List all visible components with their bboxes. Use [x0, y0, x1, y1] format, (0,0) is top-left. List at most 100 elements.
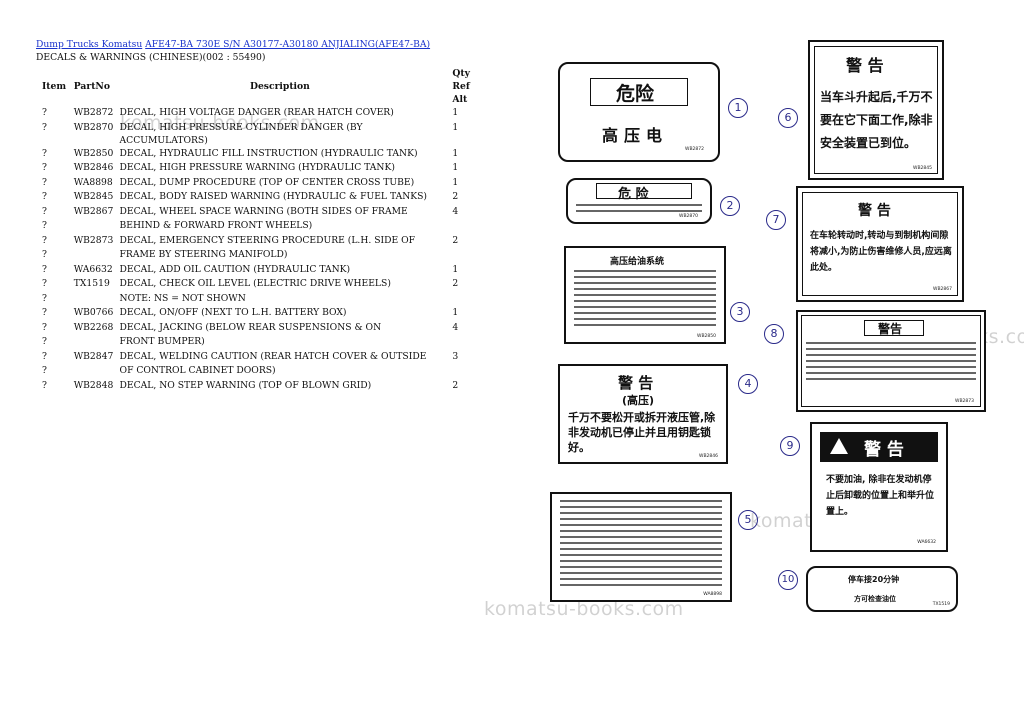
row-qty: 1	[452, 147, 459, 159]
parts-list-panel: Dump Trucks Komatsu AFE47-BA 730E S/N A3…	[36, 38, 506, 393]
row-item: ?	[42, 205, 47, 217]
row-partno: WB2850	[73, 147, 114, 159]
breadcrumb-link-dump-trucks[interactable]: Dump Trucks Komatsu	[36, 39, 143, 50]
page-title: DECALS & WARNINGS (CHINESE)(002 : 55490)	[36, 52, 266, 63]
row-partno: WB2872	[73, 107, 114, 118]
row-description: DECAL, DUMP PROCEDURE (TOP OF CENTER CRO…	[119, 176, 415, 188]
row-partno: WA6632	[73, 263, 113, 275]
row-item: ?	[42, 220, 47, 231]
table-row: ? OF CONTROL CABINET DOORS)	[36, 364, 476, 379]
callout-5: 5	[738, 510, 758, 530]
row-partno	[72, 335, 118, 350]
row-item: ?	[42, 321, 47, 333]
row-description: FRONT BUMPER)	[119, 336, 205, 347]
table-row: ? WA8898 DECAL, DUMP PROCEDURE (TOP OF CEN…	[36, 176, 476, 191]
row-item: ?	[42, 336, 47, 347]
row-description: DECAL, ON/OFF (NEXT TO L.H. BATTERY BOX)	[119, 307, 347, 318]
row-qty: 3	[452, 350, 459, 362]
row-qty: 4	[452, 205, 459, 217]
watermark: komatsu-books.com	[484, 598, 684, 620]
decal-8-emergency-steering: 警告 WB2873	[796, 310, 986, 412]
row-qty: 2	[452, 278, 459, 289]
row-qty: 4	[452, 321, 459, 333]
table-row: ? WB2845 DECAL, BODY RAISED WARNING (HYDRA…	[36, 190, 476, 205]
table-row: ? WB0766 DECAL, ON/OFF (NEXT TO L.H. BATTE…	[36, 306, 476, 321]
callout-8: 8	[764, 324, 784, 344]
callout-7: 7	[766, 210, 786, 230]
callout-9: 9	[780, 436, 800, 456]
row-partno: WB0766	[73, 307, 114, 318]
row-qty	[442, 364, 476, 379]
row-description: OF CONTROL CABINET DOORS)	[119, 365, 276, 376]
row-item: ?	[42, 176, 47, 188]
header-partno: PartNo	[73, 81, 110, 92]
row-partno	[72, 364, 118, 379]
row-qty: 1	[452, 176, 459, 188]
row-partno: WB2846	[73, 162, 114, 173]
row-partno: WB2848	[73, 379, 114, 391]
row-description: DECAL, WHEEL SPACE WARNING (BOTH SIDES O…	[119, 205, 408, 217]
header-item: Item	[42, 81, 67, 92]
row-item: ?	[42, 365, 47, 376]
row-item: ?	[42, 147, 47, 159]
callout-6: 6	[778, 108, 798, 128]
row-item: ?	[42, 234, 47, 246]
row-item: ?	[42, 263, 47, 275]
row-item: ?	[42, 379, 47, 391]
callout-10: 10	[778, 570, 798, 590]
watermark: komatsu-books.com	[120, 112, 320, 134]
row-partno: WA8898	[73, 176, 113, 188]
decal-6-body-raised: 警 告 当车斗升起后,千万不要在它下面工作,除非安全装置已到位。 WB2845	[808, 40, 944, 180]
row-qty: 1	[452, 121, 459, 133]
row-item: ?	[42, 292, 47, 304]
row-qty: 2	[452, 379, 459, 391]
decal-7-wheel-space: 警 告 在车轮转动时,转动与到制机构间隙将减小,为防止伤害维修人员,应远离此处。…	[796, 186, 964, 302]
row-description: DECAL, HIGH VOLTAGE DANGER (REAR HATCH C…	[119, 107, 394, 118]
row-item: ?	[42, 249, 47, 260]
callout-4: 4	[738, 374, 758, 394]
decal-5-dump-procedure: WA8898	[550, 492, 732, 602]
table-row: ? FRAME BY STEERING MANIFOLD)	[36, 248, 476, 263]
decal-diagram: 危险 高压电 WB2872 危 险 WB2870 高压给油系统 WB2850 警…	[540, 36, 1024, 616]
breadcrumb-link-model[interactable]: AFE47-BA 730E S/N A30177-A30180 ANJIALIN…	[145, 39, 431, 50]
decal-3-hydraulic-fill: 高压给油系统 WB2850	[564, 246, 726, 344]
row-item: ?	[42, 191, 47, 202]
table-row: ? NOTE: NS = NOT SHOWN	[36, 292, 476, 307]
row-partno	[72, 248, 118, 263]
parts-table-body: ? WB2872 DECAL, HIGH VOLTAGE DANGER (REAR …	[36, 106, 476, 393]
row-item: ?	[42, 107, 47, 118]
row-partno: TX1519	[73, 278, 110, 289]
row-partno: WB2845	[73, 191, 114, 202]
row-qty	[442, 219, 476, 234]
row-qty	[442, 248, 476, 263]
row-description: BEHIND & FORWARD FRONT WHEELS)	[119, 220, 313, 231]
row-description: NOTE: NS = NOT SHOWN	[119, 292, 246, 304]
row-description: DECAL, BODY RAISED WARNING (HYDRAULIC & …	[119, 191, 427, 202]
row-item: ?	[42, 278, 47, 289]
row-qty	[442, 335, 476, 350]
row-qty: 1	[452, 263, 459, 275]
decal-1-high-voltage: 危险 高压电 WB2872	[558, 62, 720, 162]
row-qty: 2	[452, 234, 459, 246]
callout-2: 2	[720, 196, 740, 216]
row-description: DECAL, EMERGENCY STEERING PROCEDURE (L.H…	[119, 234, 416, 246]
decal-2-high-pressure-cylinder: 危 险 WB2870	[566, 178, 712, 224]
table-row: ? FRONT BUMPER)	[36, 335, 476, 350]
header-description: Description	[249, 81, 310, 92]
row-item: ?	[42, 307, 47, 318]
row-description: FRAME BY STEERING MANIFOLD)	[119, 249, 288, 260]
row-qty: 1	[452, 307, 459, 318]
row-item: ?	[42, 121, 47, 133]
row-partno	[72, 292, 118, 307]
row-description: DECAL, JACKING (BELOW REAR SUSPENSIONS &…	[119, 321, 382, 333]
row-qty: 1	[452, 162, 459, 173]
decal-4-high-pressure-warning: 警 告 (高压) 千万不要松开或拆开液压管,除非发动机已停止并且用钥匙锁好。 W…	[558, 364, 728, 464]
